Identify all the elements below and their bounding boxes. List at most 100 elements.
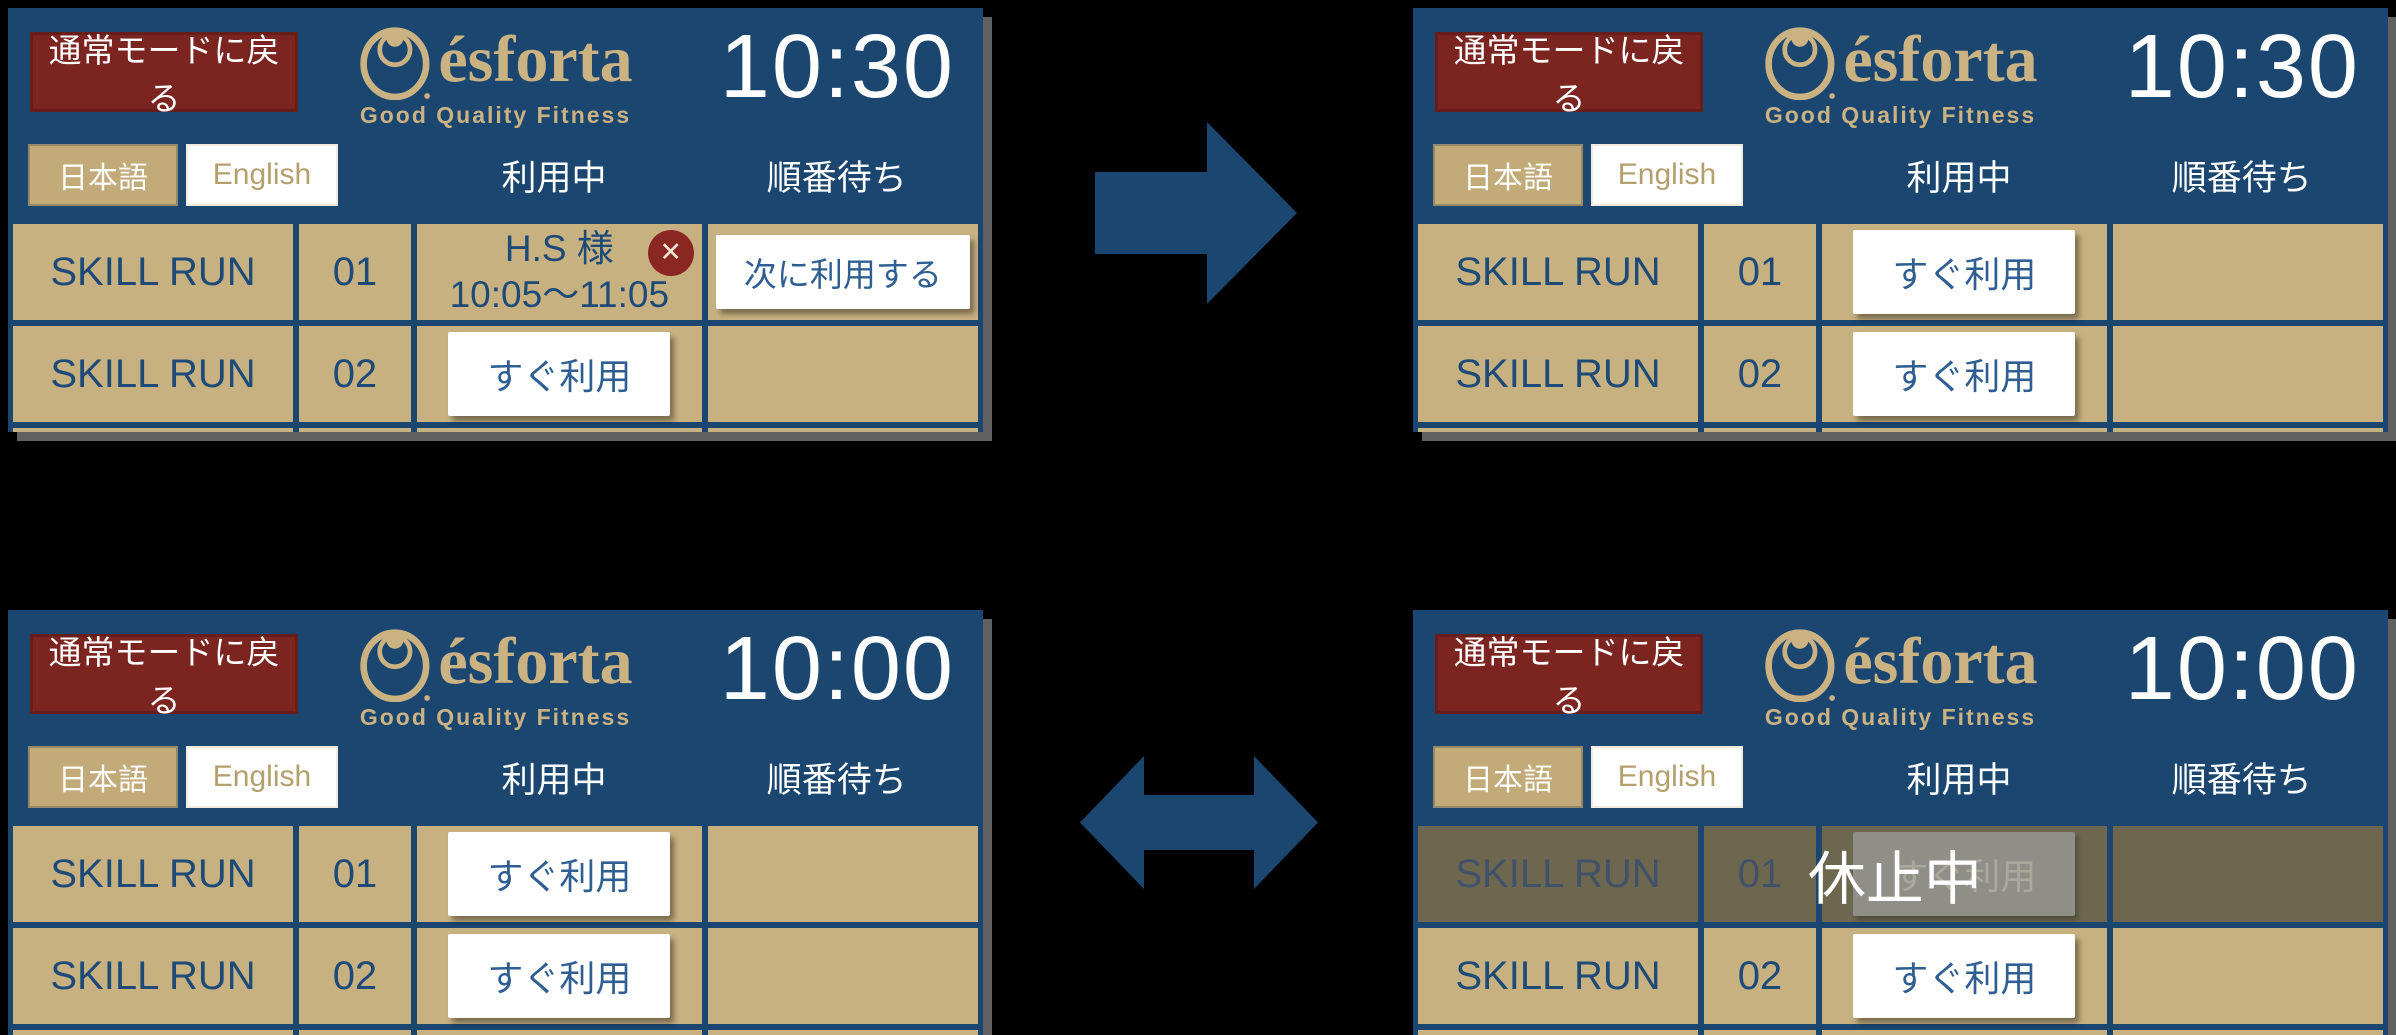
- usage-time-slot: 10:05〜11:05: [449, 274, 670, 315]
- use-now-button[interactable]: すぐ利用: [1853, 230, 2076, 314]
- machine-table: SKILL RUN 01 H.S 様 10:05〜11:05 ✕ 次に利用する …: [8, 224, 983, 432]
- esforta-swirl-icon: [1764, 27, 1835, 100]
- status-cell-disabled: すぐ利用: [1821, 826, 2107, 922]
- toolbar-row: 日本語 English 利用中 順番待ち: [1413, 746, 2388, 808]
- esforta-swirl-icon: [359, 629, 430, 702]
- clock: 10:00: [2124, 619, 2360, 719]
- double-arrow-icon: [1080, 756, 1318, 889]
- column-header-in-use: 利用中: [1906, 760, 2012, 800]
- column-header-in-use: 利用中: [501, 158, 607, 198]
- right-arrow-icon: [1095, 122, 1297, 304]
- language-english-button[interactable]: English: [186, 144, 338, 206]
- unit-number-cell: 02: [1703, 326, 1816, 422]
- queue-cell: 次に利用する: [707, 224, 979, 320]
- status-cell: すぐ利用: [416, 326, 702, 422]
- table-row: SKILL RUN 01 H.S 様 10:05〜11:05 ✕ 次に利用する: [8, 224, 983, 320]
- esforta-logo: ésforta Good Quality Fitness: [358, 622, 633, 731]
- queue-cell: [2112, 224, 2384, 320]
- column-header-in-use: 利用中: [501, 760, 607, 800]
- unit-number-cell: 02: [298, 928, 411, 1024]
- status-cell: すぐ利用: [1821, 326, 2107, 422]
- table-row: SKILL RUN 02 すぐ利用: [1413, 928, 2388, 1024]
- suspended-status-label: 休止中: [1807, 847, 1982, 912]
- table-row-partial: [1413, 428, 2388, 432]
- toolbar-row: 日本語 English 利用中 順番待ち: [8, 746, 983, 808]
- table-row: SKILL RUN 02 すぐ利用: [1413, 326, 2388, 422]
- machine-name-cell: SKILL RUN: [13, 826, 293, 922]
- machine-table: SKILL RUN 01 すぐ利用 SKILL RUN 02 すぐ利用: [8, 826, 983, 1035]
- kiosk-panel-top-right: 通常モードに戻る ésforta Good Quality Fitness 10…: [1413, 8, 2388, 432]
- brand-tagline: Good Quality Fitness: [1764, 704, 2037, 730]
- use-next-button[interactable]: 次に利用する: [715, 235, 970, 309]
- status-cell: すぐ利用: [416, 928, 702, 1024]
- use-now-button-disabled: すぐ利用: [1853, 832, 2076, 916]
- machine-table: SKILL RUN 01 すぐ利用 SKILL RUN 02 すぐ利用: [1413, 224, 2388, 432]
- queue-cell: [707, 326, 979, 422]
- brand-name: ésforta: [1843, 22, 2038, 96]
- queue-cell: [707, 826, 979, 922]
- kiosk-panel-bottom-left: 通常モードに戻る ésforta Good Quality Fitness 10…: [8, 610, 983, 1035]
- column-header-waiting: 順番待ち: [766, 158, 907, 198]
- clock: 10:30: [2124, 17, 2360, 117]
- brand-tagline: Good Quality Fitness: [359, 704, 632, 730]
- table-row: SKILL RUN 02 すぐ利用: [8, 326, 983, 422]
- table-row: SKILL RUN 01 すぐ利用: [8, 826, 983, 922]
- brand-name: ésforta: [438, 624, 633, 698]
- status-cell: すぐ利用: [416, 826, 702, 922]
- language-japanese-button[interactable]: 日本語: [1433, 144, 1583, 206]
- clock: 10:30: [719, 17, 955, 117]
- unit-number-cell: 01: [1703, 224, 1816, 320]
- status-cell-occupied: H.S 様 10:05〜11:05 ✕: [416, 224, 702, 320]
- table-row-partial: [8, 1030, 983, 1035]
- language-english-button[interactable]: English: [1591, 144, 1743, 206]
- machine-name-cell: SKILL RUN: [1418, 826, 1698, 922]
- language-japanese-button[interactable]: 日本語: [1433, 746, 1583, 808]
- user-name: H.S 様: [504, 227, 614, 269]
- language-japanese-button[interactable]: 日本語: [28, 746, 178, 808]
- brand-tagline: Good Quality Fitness: [359, 102, 632, 128]
- table-row: SKILL RUN 02 すぐ利用: [8, 928, 983, 1024]
- use-now-button[interactable]: すぐ利用: [1853, 934, 2076, 1018]
- use-now-button[interactable]: すぐ利用: [448, 832, 671, 916]
- queue-cell: [2112, 826, 2384, 922]
- clock: 10:00: [719, 619, 955, 719]
- kiosk-panel-top-left: 通常モードに戻る ésforta Good Quality Fitness 10…: [8, 8, 983, 432]
- language-english-button[interactable]: English: [186, 746, 338, 808]
- return-normal-mode-button[interactable]: 通常モードに戻る: [30, 32, 298, 117]
- esforta-swirl-icon: [1764, 629, 1835, 702]
- language-english-button[interactable]: English: [1591, 746, 1743, 808]
- column-header-waiting: 順番待ち: [2171, 158, 2312, 198]
- use-now-button[interactable]: すぐ利用: [448, 934, 671, 1018]
- esforta-logo: ésforta Good Quality Fitness: [358, 20, 633, 129]
- brand-tagline: Good Quality Fitness: [1764, 102, 2037, 128]
- table-row-partial: [1413, 1030, 2388, 1035]
- use-now-button[interactable]: すぐ利用: [1853, 332, 2076, 416]
- machine-name-cell: SKILL RUN: [1418, 326, 1698, 422]
- table-row-suspended: SKILL RUN 01 すぐ利用 休止中: [1413, 826, 2388, 922]
- cancel-reservation-icon[interactable]: ✕: [647, 230, 694, 276]
- queue-cell: [2112, 326, 2384, 422]
- return-normal-mode-button[interactable]: 通常モードに戻る: [30, 634, 298, 719]
- machine-name-cell: SKILL RUN: [13, 928, 293, 1024]
- unit-number-cell: 02: [1703, 928, 1816, 1024]
- use-now-button[interactable]: すぐ利用: [448, 332, 671, 416]
- toolbar-row: 日本語 English 利用中 順番待ち: [8, 144, 983, 206]
- machine-name-cell: SKILL RUN: [1418, 928, 1698, 1024]
- queue-cell: [707, 928, 979, 1024]
- machine-name-cell: SKILL RUN: [13, 224, 293, 320]
- unit-number-cell: 02: [298, 326, 411, 422]
- column-header-waiting: 順番待ち: [2171, 760, 2312, 800]
- machine-table: SKILL RUN 01 すぐ利用 休止中 SKILL RUN 02 すぐ利用: [1413, 826, 2388, 1035]
- return-normal-mode-button[interactable]: 通常モードに戻る: [1435, 634, 1703, 719]
- esforta-swirl-icon: [359, 27, 430, 100]
- language-japanese-button[interactable]: 日本語: [28, 144, 178, 206]
- return-normal-mode-button[interactable]: 通常モードに戻る: [1435, 32, 1703, 117]
- kiosk-panel-bottom-right: 通常モードに戻る ésforta Good Quality Fitness 10…: [1413, 610, 2388, 1035]
- esforta-logo: ésforta Good Quality Fitness: [1763, 622, 2038, 731]
- queue-cell: [2112, 928, 2384, 1024]
- esforta-logo: ésforta Good Quality Fitness: [1763, 20, 2038, 129]
- status-cell: すぐ利用: [1821, 928, 2107, 1024]
- machine-name-cell: SKILL RUN: [1418, 224, 1698, 320]
- column-header-in-use: 利用中: [1906, 158, 2012, 198]
